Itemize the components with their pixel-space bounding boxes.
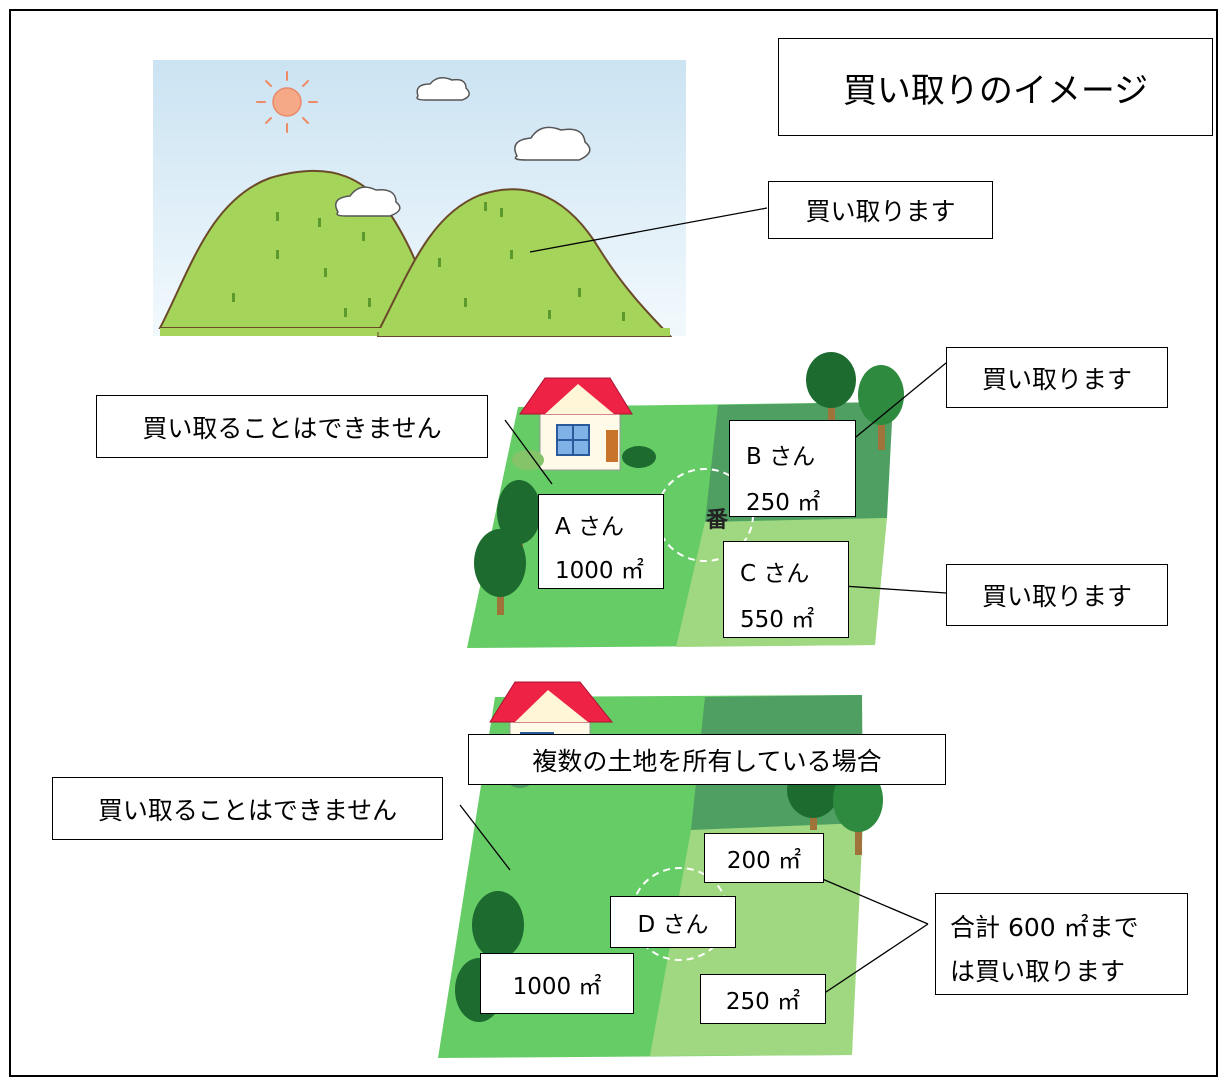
- sun-icon: [256, 71, 318, 133]
- bush-icon: [622, 446, 656, 468]
- callout-a-refuse: 買い取ることはできません: [96, 395, 488, 458]
- cloud-icon: [416, 77, 470, 101]
- callout-b-buy: 買い取ります: [946, 347, 1168, 408]
- callout-lines: [459, 207, 947, 997]
- cloud-icon: [514, 126, 591, 161]
- tree-icon: [497, 480, 541, 555]
- parcel-d-top-area: 200 ㎡: [704, 833, 824, 883]
- callout-c-buy: 買い取ります: [946, 564, 1168, 626]
- parcel-d-name: D さん: [610, 896, 736, 948]
- cloud-icon: [335, 186, 401, 217]
- section-title-multiple-land: 複数の土地を所有している場合: [468, 734, 946, 785]
- callout-d-refuse: 買い取ることはできません: [52, 777, 443, 840]
- tree-icon: [472, 891, 524, 975]
- parcel-c-label: C さん 550 ㎡: [723, 541, 849, 638]
- callout-total-buy: 合計 600 ㎡まで は買い取ります: [935, 893, 1188, 995]
- tree-icon: [858, 365, 904, 450]
- page-title: 買い取りのイメージ: [778, 38, 1213, 136]
- tree-icon: [474, 529, 526, 615]
- mountain-scene: [153, 60, 686, 337]
- tree-icon: [806, 352, 856, 420]
- bush-icon: [512, 450, 544, 470]
- parcel-d-bottom-area: 250 ㎡: [700, 974, 826, 1024]
- outer-frame: [9, 9, 1218, 1077]
- parcel-b-label: B さん 250 ㎡: [729, 420, 856, 517]
- callout-mountain-buy: 買い取ります: [768, 181, 993, 239]
- mountain-right: [377, 188, 673, 337]
- parcel-a-label: A さん 1000 ㎡: [538, 494, 664, 589]
- parcel-d-main-area: 1000 ㎡: [480, 953, 634, 1014]
- house-icon: [519, 377, 633, 471]
- lot-number-mark: 番: [706, 508, 729, 533]
